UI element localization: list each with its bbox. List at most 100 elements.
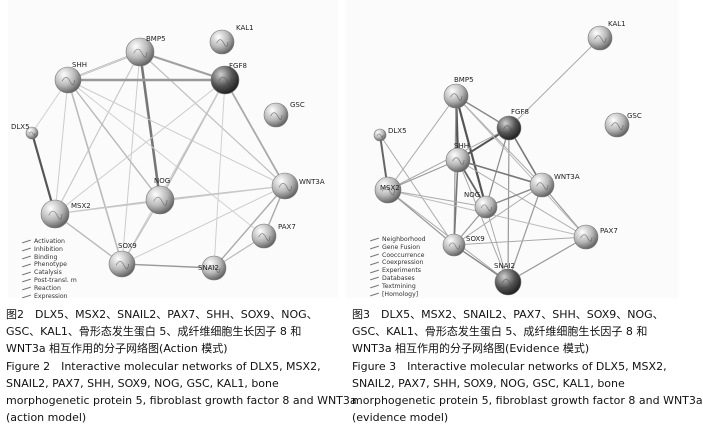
node-pax7[interactable]: PAX7 — [251, 223, 296, 249]
figure2-caption-en-4: (action model) — [6, 411, 87, 425]
structure-glyph-icon — [61, 77, 75, 86]
structure-glyph-icon — [381, 187, 395, 196]
node-shh[interactable]: SHH — [445, 142, 471, 173]
edge-SHH-MSX2 — [54, 79, 69, 215]
structure-glyph-icon — [448, 242, 460, 250]
figure3-caption-en-3: morphogenetic protein 5, fibroblast grow… — [352, 394, 703, 408]
protein-ball-icon — [40, 199, 70, 229]
node-sox9[interactable]: SOX9 — [108, 242, 137, 278]
node-fgf8[interactable]: FGF8 — [496, 108, 529, 141]
structure-glyph-icon — [611, 122, 624, 130]
protein-ball-icon — [496, 115, 522, 141]
node-kal1[interactable]: KAL1 — [587, 20, 626, 51]
legend-line-icon — [22, 279, 31, 283]
node-bmp5[interactable]: BMP5 — [443, 76, 474, 109]
legend-item: Experiments — [370, 267, 426, 275]
legend-label: [Homology] — [382, 290, 419, 298]
figure3-caption-en-2: SNAIL2, PAX7, SHH, SOX9, NOG, GSC, KAL1,… — [352, 376, 625, 390]
figure3-caption-cn-2: GSC、KAL1、骨形态发生蛋白 5、成纤维细胞生长因子 8 和 — [352, 325, 648, 339]
edge-BMP5-SOX9 — [121, 51, 141, 265]
node-gsc[interactable]: GSC — [604, 112, 642, 138]
node-label: FGF8 — [229, 62, 247, 70]
protein-ball-icon — [145, 185, 175, 215]
node-label: GSC — [290, 101, 305, 109]
legend-item: Neighborhood — [370, 236, 426, 244]
structure-glyph-icon — [278, 183, 292, 192]
edge-SOX9-WNT3A — [121, 185, 286, 265]
node-dlx5[interactable]: DLX5 — [373, 127, 407, 142]
legend-label: Binding — [34, 253, 58, 261]
structure-glyph-icon — [501, 279, 515, 288]
node-msx2[interactable]: MSX2 — [40, 199, 91, 229]
protein-ball-icon — [443, 83, 469, 109]
node-wnt3a[interactable]: WNT3A — [271, 172, 325, 200]
legend-line-icon — [370, 245, 379, 250]
structure-glyph-icon — [580, 234, 593, 242]
node-shh[interactable]: SHH — [54, 61, 87, 94]
node-sox9[interactable]: SOX9 — [442, 233, 485, 257]
legend-label: Coexpression — [382, 259, 424, 267]
node-gsc[interactable]: GSC — [263, 101, 305, 128]
node-fgf8[interactable]: FGF8 — [210, 62, 247, 95]
node-msx2[interactable]: MSX2 — [374, 176, 402, 204]
node-kal1[interactable]: KAL1 — [209, 24, 254, 55]
edge-BMP5-FGF8 — [139, 51, 226, 81]
figure3-caption-cn-3: WNT3a 相互作用的分子网络图(Evidence 模式) — [352, 342, 590, 356]
edge-FGF8-SNAI2 — [507, 127, 510, 283]
legend-line-icon — [370, 292, 379, 297]
structure-glyph-icon — [270, 112, 283, 120]
edge-SHH-SOX9 — [453, 159, 459, 246]
protein-ball-icon — [25, 126, 39, 140]
legend-label: Inhibition — [34, 245, 63, 253]
edge-BMP5-MSX2 — [387, 95, 457, 191]
structure-glyph-icon — [133, 48, 148, 58]
structure-glyph-icon — [115, 261, 129, 270]
edge-BMP5-NOG — [138, 51, 162, 201]
node-label: NOG — [154, 177, 170, 185]
node-pax7[interactable]: PAX7 — [573, 224, 618, 250]
node-label: KAL1 — [236, 24, 254, 32]
legend-line-icon — [22, 255, 31, 260]
legend-label: Neighborhood — [382, 236, 426, 243]
edge-MSX2-SOX9 — [387, 189, 455, 246]
structure-glyph-icon — [208, 265, 221, 273]
protein-ball-icon — [445, 147, 471, 173]
legend-item: Databases — [370, 275, 426, 283]
node-wnt3a[interactable]: WNT3A — [529, 172, 580, 198]
edge-SHH-NOG — [67, 79, 161, 201]
protein-ball-icon — [373, 128, 387, 142]
legend-label: Gene Fusion — [382, 243, 421, 251]
node-snai2[interactable]: SNAI2 — [494, 262, 522, 296]
node-label: BMP5 — [454, 76, 474, 84]
legend-item: Reaction — [22, 285, 77, 293]
protein-ball-icon — [251, 223, 277, 249]
structure-glyph-icon — [258, 233, 271, 241]
node-bmp5[interactable]: BMP5 — [125, 35, 166, 67]
protein-ball-icon — [529, 172, 555, 198]
edge-SHH-WNT3A — [457, 159, 543, 186]
node-snai2[interactable]: SNAI2 — [198, 255, 227, 281]
node-nog[interactable]: NOG — [464, 191, 498, 219]
node-dlx5[interactable]: DLX5 — [11, 123, 39, 140]
legend-label: Phenotype — [34, 261, 67, 269]
edge-BMP5-PAX7 — [455, 95, 587, 238]
legend-label: Catalysis — [34, 269, 62, 277]
edge-PAX7-SNAI2 — [507, 236, 587, 283]
node-label: NOG — [464, 191, 480, 199]
edge-SHH-PAX7 — [67, 79, 265, 237]
node-nog[interactable]: NOG — [145, 177, 175, 215]
node-label: MSX2 — [380, 184, 400, 192]
protein-ball-icon — [587, 25, 613, 51]
structure-glyph-icon — [480, 204, 492, 212]
legend-line-icon — [370, 269, 379, 273]
legend-item: [Homology] — [370, 291, 426, 299]
node-label: SHH — [72, 61, 87, 69]
edge-PAX7-SOX9 — [453, 236, 587, 246]
edge-SOX9-SNAI2 — [121, 263, 215, 269]
protein-ball-icon — [201, 255, 227, 281]
figure2-caption-cn-2: GSC、KAL1、骨形态发生蛋白 5、成纤维细胞生长因子 8 和 — [6, 325, 302, 339]
